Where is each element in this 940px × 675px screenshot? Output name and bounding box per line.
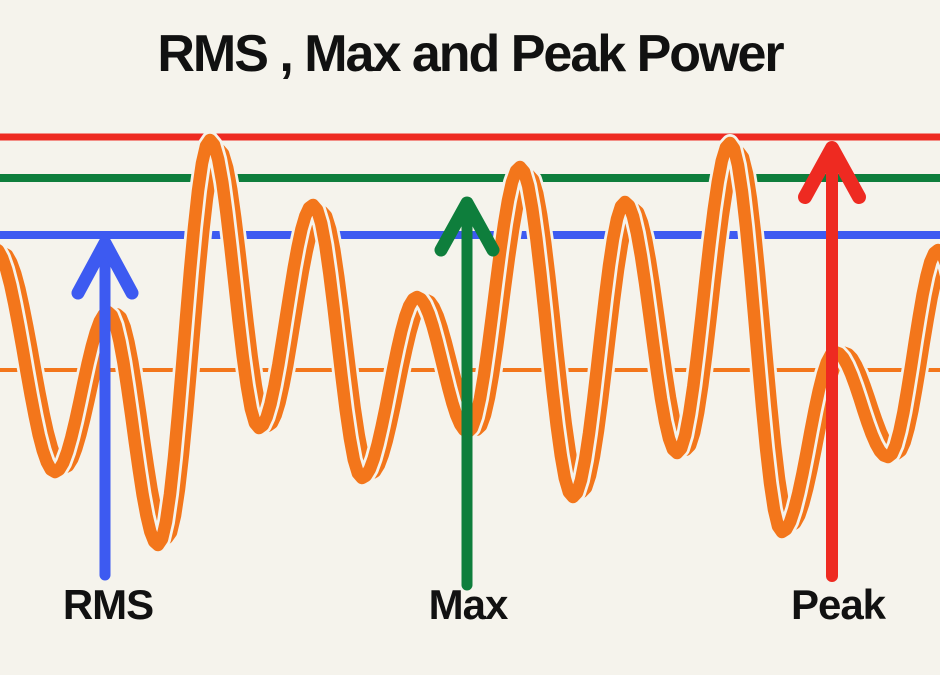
peak-up-arrow-head bbox=[798, 141, 866, 204]
rms-up-arrow-icon bbox=[71, 236, 139, 581]
peak-label: Peak bbox=[790, 581, 886, 628]
max-up-arrow-head bbox=[434, 196, 500, 257]
page-title: RMS , Max and Peak Power bbox=[157, 25, 784, 83]
max-label: Max bbox=[428, 581, 509, 628]
rms-up-arrow-head bbox=[71, 236, 139, 300]
peak-up-arrow-icon bbox=[798, 141, 866, 582]
waveform-main-trace bbox=[0, 133, 940, 552]
rms-label: RMS bbox=[62, 581, 154, 628]
max-up-arrow-icon bbox=[434, 196, 500, 591]
